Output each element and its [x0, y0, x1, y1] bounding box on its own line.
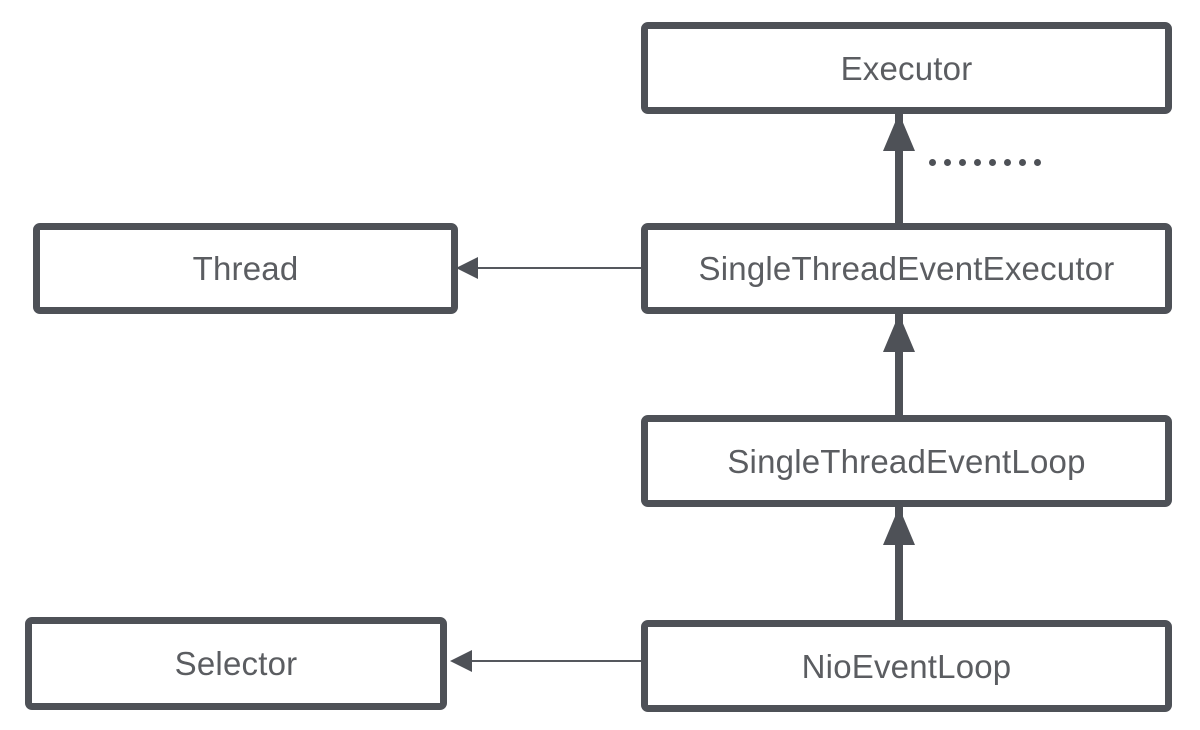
ellipsis-annotation-icon — [929, 159, 1041, 166]
class-node-single-thread-event-loop[interactable]: SingleThreadEventLoop — [641, 415, 1172, 507]
class-node-executor[interactable]: Executor — [641, 22, 1172, 114]
class-node-selector[interactable]: Selector — [25, 617, 447, 710]
class-node-nio-event-loop[interactable]: NioEventLoop — [641, 620, 1172, 712]
inheritance-edge-stee-to-executor-shaft — [895, 112, 903, 225]
inheritance-edge-stel-to-stee-arrowhead — [883, 314, 915, 352]
class-node-single-thread-event-executor[interactable]: SingleThreadEventExecutor — [641, 223, 1172, 314]
class-node-label: SingleThreadEventExecutor — [698, 250, 1115, 287]
inheritance-edge-nel-to-stel-arrowhead — [883, 507, 915, 545]
association-edge-stee-to-thread-arrowhead — [456, 257, 478, 279]
inheritance-edge-stee-to-executor-arrowhead — [883, 113, 915, 151]
class-node-label: Thread — [192, 250, 299, 287]
inheritance-edge-nel-to-stel-shaft — [895, 506, 903, 622]
class-node-label: Executor — [840, 49, 973, 87]
association-edge-nel-to-selector-arrowhead — [450, 650, 472, 672]
inheritance-edge-stel-to-stee-shaft — [895, 313, 903, 417]
association-edge-nel-to-selector-line — [468, 660, 641, 662]
class-node-thread[interactable]: Thread — [33, 223, 458, 314]
class-node-label: Selector — [174, 645, 298, 682]
association-edge-stee-to-thread-line — [474, 267, 641, 269]
class-node-label: NioEventLoop — [801, 647, 1012, 685]
class-node-label: SingleThreadEventLoop — [727, 442, 1086, 480]
